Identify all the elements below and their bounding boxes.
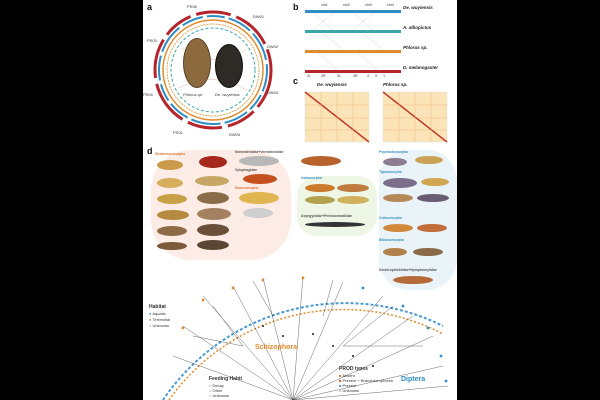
group-label: Psychodomorpha — [379, 150, 408, 154]
group-label: Muscomorpha — [235, 186, 259, 190]
scaffold-label: DW03 — [267, 90, 279, 95]
larva-illustration — [243, 208, 273, 218]
group-label: Nemestrinidae+Vermileonidae — [235, 150, 284, 154]
group-label: Tipulomorpha — [379, 170, 402, 174]
larva-illustration — [197, 208, 231, 220]
prod-legend-item: ■ Present — [339, 383, 357, 388]
species-label-dewuyiensis: De. wuyiensis — [215, 92, 240, 97]
synteny-plot — [305, 10, 401, 73]
prod-legend-item: ■ Absent — [339, 373, 355, 378]
hic-title: Phlorus sp. — [383, 82, 408, 87]
chrom-label: 2L — [307, 74, 311, 78]
larva-illustration — [239, 156, 279, 166]
chrom-label: 3R — [353, 74, 358, 78]
larva-illustration — [197, 192, 229, 204]
habitat-legend-item: ● Aquatic — [149, 311, 166, 316]
habitat-legend-item: ● Terrestrial — [149, 317, 171, 322]
phlorus-larva-image — [183, 38, 211, 88]
habitat-legend-item: ● Unknown — [149, 323, 170, 328]
species-label-phlorus: Phlorus sp. — [183, 92, 204, 97]
larva-illustration — [383, 224, 413, 232]
group-label: Culicomorpha — [379, 216, 402, 220]
phylogenetic-tree — [162, 275, 449, 400]
scaffold-label: DW04 — [229, 132, 241, 137]
panel-a-label: a — [147, 2, 153, 12]
chrom-label: chr2 — [343, 3, 350, 7]
larva-illustration — [157, 178, 183, 188]
larva-illustration — [197, 224, 229, 236]
prod-legend-item: ■ Unknown — [339, 388, 360, 393]
habitat-legend-title: Habitat — [149, 304, 166, 310]
larva-illustration — [415, 156, 443, 164]
group-label: Xylophagidae — [235, 168, 258, 172]
group-label: Bibionomorpha — [379, 238, 405, 242]
chrom-label: X — [375, 74, 378, 78]
species-label: De. wuyiensis — [403, 5, 433, 10]
larva-illustration — [417, 194, 449, 202]
feeding-legend-item: ○ Other — [209, 388, 223, 393]
larva-illustration — [157, 210, 189, 220]
larva-illustration — [157, 242, 187, 250]
larva-illustration — [301, 156, 341, 166]
group-label: Stratiomyomorpha — [155, 152, 186, 156]
scaffold-label: PS03 — [147, 38, 157, 43]
larva-illustration — [199, 156, 227, 168]
larva-illustration — [417, 224, 447, 232]
chrom-label: chr3 — [365, 3, 372, 7]
larva-illustration — [197, 240, 229, 250]
feeding-legend-item: ○ Decay — [209, 383, 224, 388]
clade-label-diptera: Diptera — [401, 376, 426, 383]
larva-illustration — [157, 160, 183, 170]
chrom-label: 3L — [337, 74, 341, 78]
larva-illustration — [421, 178, 449, 186]
larva-illustration — [383, 194, 413, 202]
larva-illustration — [305, 196, 335, 204]
circos-plot — [153, 10, 273, 130]
species-label: D. melanogaster — [403, 65, 439, 70]
feeding-legend-title: Feeding Habit — [209, 376, 243, 382]
chrom-label: Y — [383, 74, 386, 78]
larva-illustration — [413, 248, 443, 256]
figure-panel: a PS06 DW01 DW02 DW03 DW04 PS01 PS04 PS0… — [143, 0, 457, 400]
larva-illustration — [305, 222, 365, 227]
hic-title: De. wuyiensis — [317, 82, 347, 87]
larva-illustration — [393, 276, 433, 284]
panel-c-label: c — [293, 76, 299, 86]
chrom-label: 2R — [321, 74, 326, 78]
dewuyiensis-larva-image — [215, 44, 243, 88]
scaffold-label: PS04 — [143, 92, 153, 97]
larva-illustration — [195, 176, 229, 186]
feeding-legend-item: ○ Unknown — [209, 393, 230, 398]
group-label: Asilomorpha — [301, 176, 322, 180]
panel-d-label: d — [147, 146, 153, 156]
larva-illustration — [157, 226, 187, 236]
chrom-label: 4 — [367, 74, 369, 78]
larva-illustration — [383, 178, 417, 188]
larva-illustration — [337, 196, 369, 204]
group-label: Asyngynidae+Perissommatidae — [301, 214, 353, 218]
species-label: A. albopictus — [403, 25, 432, 30]
group-label: Deuterophlebiidae+Nymphomyiidae — [379, 268, 437, 272]
panel-b-label: b — [293, 2, 299, 12]
larva-illustration — [243, 174, 277, 184]
chrom-label: chr4 — [387, 3, 394, 7]
prod-legend-item: ■ Present + Branched spinesh — [339, 378, 393, 383]
scaffold-label: PS01 — [173, 130, 183, 135]
scaffold-label: DW01 — [253, 14, 265, 19]
prod-legend-title: PROD types — [339, 366, 368, 372]
larva-illustration — [157, 194, 187, 204]
species-label: Phlorus sp. — [403, 45, 428, 50]
larva-illustration — [337, 184, 369, 192]
larva-illustration — [383, 158, 407, 166]
scaffold-label: DW02 — [267, 44, 279, 49]
larva-illustration — [383, 248, 407, 256]
larvae-background-right — [379, 150, 457, 290]
larva-illustration — [239, 192, 279, 204]
clade-label-schizophora: Schizophora — [255, 344, 298, 351]
larva-illustration — [305, 184, 335, 192]
hic-heatmap — [304, 91, 448, 143]
chrom-label: chr1 — [321, 3, 328, 7]
scaffold-label: PS06 — [187, 4, 197, 9]
